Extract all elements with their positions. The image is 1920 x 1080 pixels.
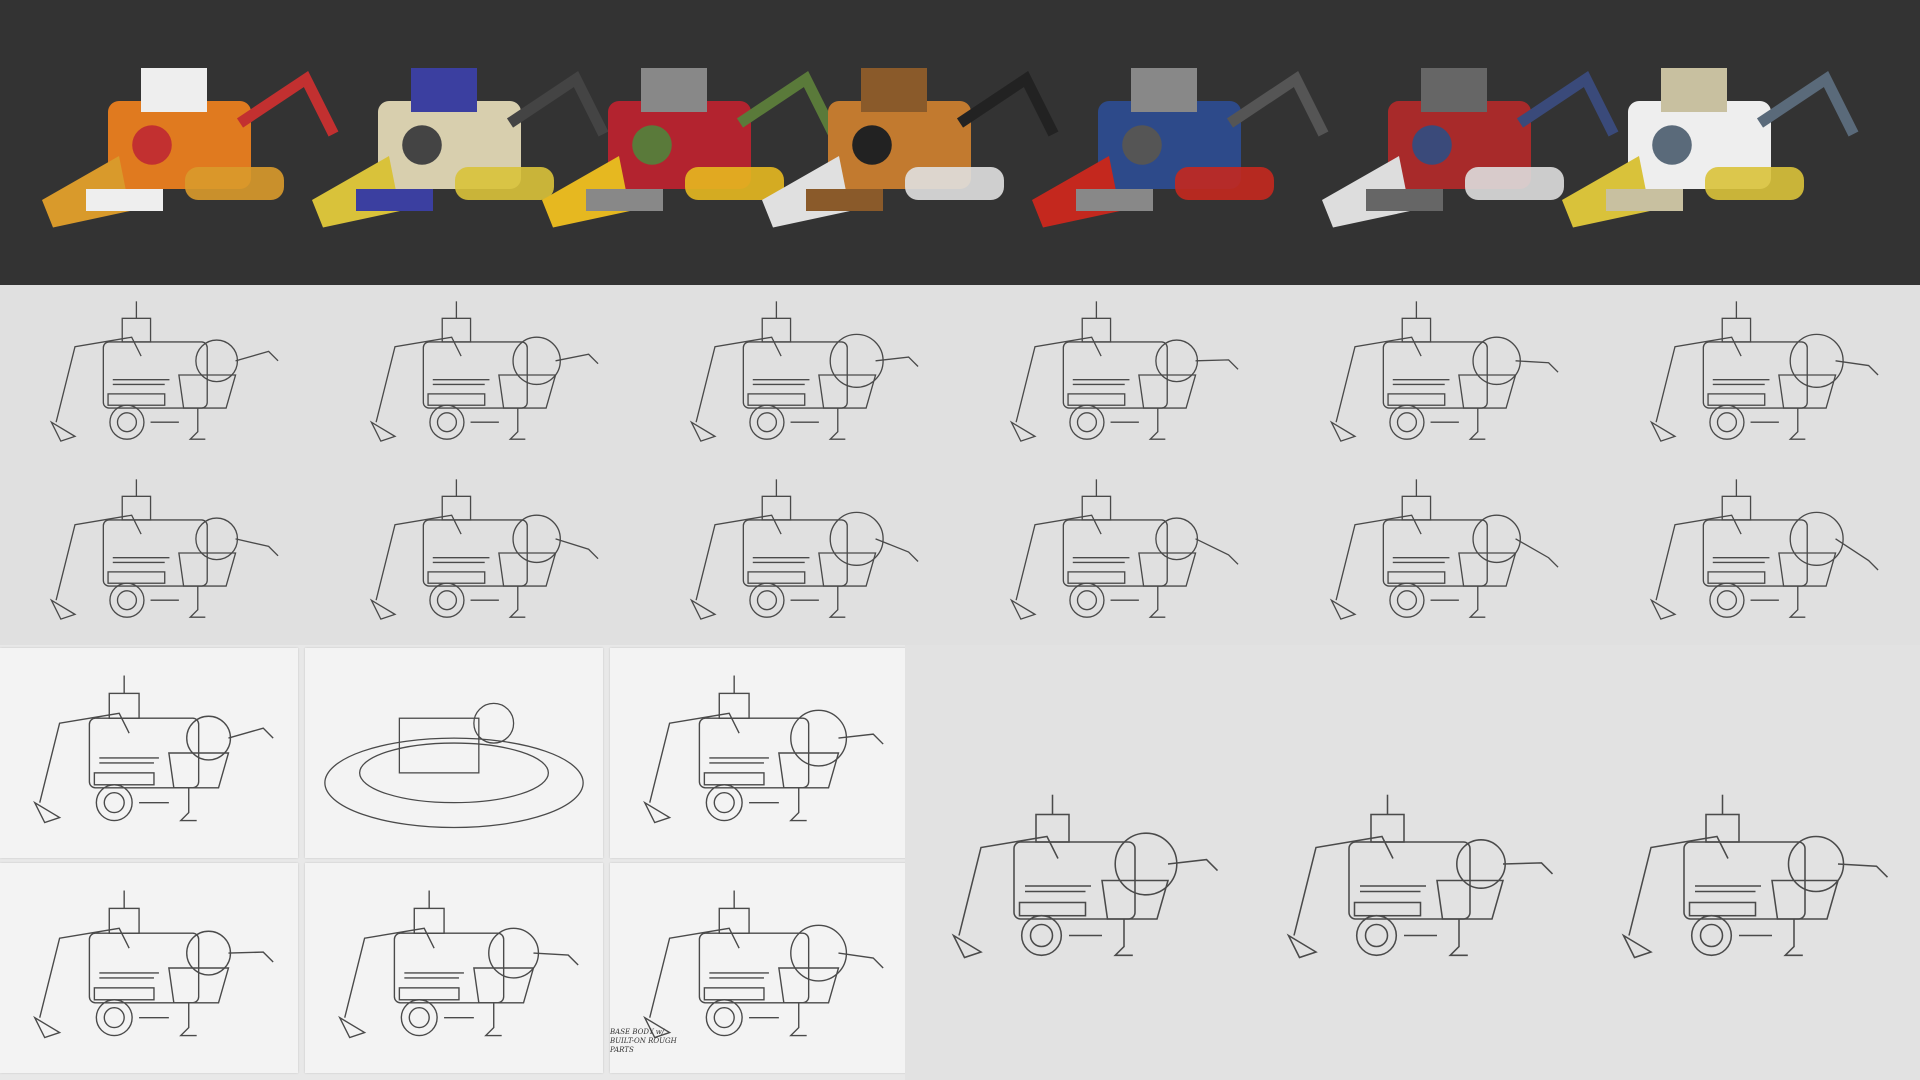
yacht-digger-collage [1540, 10, 1870, 280]
thumbnail-sketch [325, 468, 635, 638]
final-sketch [1585, 685, 1915, 1065]
thumbnail-sketch [645, 290, 955, 460]
paper-sketch [610, 648, 908, 858]
thumbnail-sketch-grid [0, 285, 1920, 645]
hovercraft-collage [1010, 10, 1340, 280]
paper-sketch [305, 648, 603, 858]
thumbnail-sketch [965, 290, 1275, 460]
submarine-crane-collage [290, 10, 620, 280]
handwritten-note: BASE BODY w/ BUILT-ON ROUGH PARTS [610, 1028, 677, 1054]
thumbnail-sketch [1605, 468, 1915, 638]
paper-sketch-area [0, 645, 908, 1080]
final-sketch [1250, 685, 1580, 1065]
boom-lift-collage [740, 10, 1070, 280]
thumbnail-sketch [645, 468, 955, 638]
thumbnail-sketch [1605, 290, 1915, 460]
paper-sketch [0, 648, 298, 858]
paper-sketch [305, 863, 603, 1073]
paper-sketch [610, 863, 908, 1073]
thumbnail-sketch [5, 468, 315, 638]
paper-sketch [0, 863, 298, 1073]
reference-photo-collage-band [0, 0, 1920, 285]
final-sketch [915, 685, 1245, 1065]
thumbnail-sketch [1285, 290, 1595, 460]
thumbnail-sketch [965, 468, 1275, 638]
container-jet-collage [520, 10, 850, 280]
thumbnail-sketch [5, 290, 315, 460]
thumbnail-sketch [1285, 468, 1595, 638]
thumbnail-sketch [325, 290, 635, 460]
final-sketch-area [905, 645, 1920, 1080]
gravity-wagon-collage [1300, 10, 1630, 280]
excavator-cab-collage [20, 10, 350, 280]
